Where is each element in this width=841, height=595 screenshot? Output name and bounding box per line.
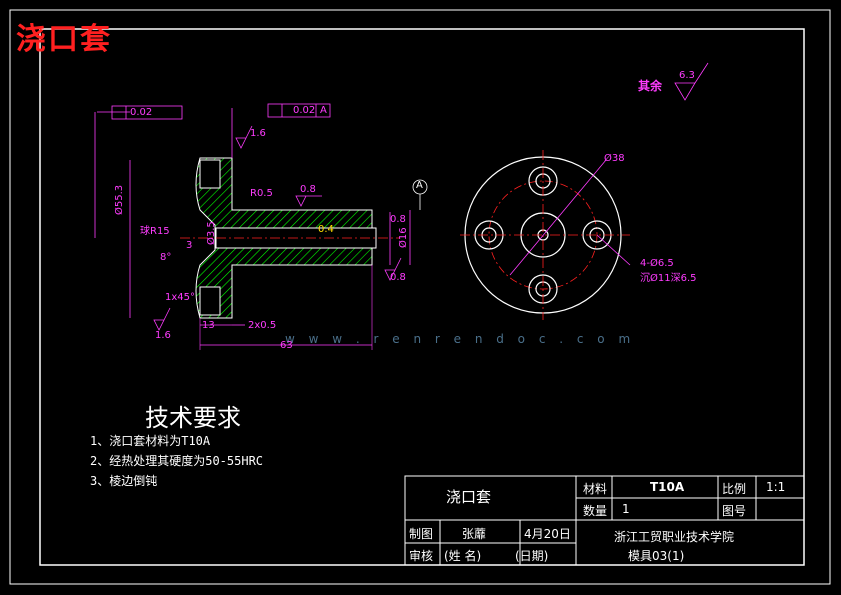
- dim-holes: 4-Ø6.5: [640, 258, 674, 269]
- rough-08-bottom: 0.8: [390, 272, 406, 283]
- section-view: [94, 62, 709, 350]
- dim-63: 63: [280, 340, 293, 351]
- end-view: [460, 150, 631, 320]
- rough-08-right: 0.8: [390, 214, 406, 225]
- watermark: w w w . r e n r e n d o c . c o m: [285, 332, 636, 346]
- tech-item-2: 2、经热处理其硬度为50-55HRC: [90, 454, 264, 468]
- tb-material-label: 材料: [583, 482, 608, 496]
- tb-scale-value: 1:1: [766, 480, 786, 494]
- tb-qty-value: 1: [622, 502, 630, 516]
- tech-requirements-title: 技术要求: [145, 404, 241, 432]
- dim-d35: Ø3.5: [206, 221, 217, 245]
- outer-border: [9, 9, 831, 585]
- roughness-rest-value: 6.3: [679, 70, 695, 81]
- tb-drawn-label: 制图: [409, 527, 434, 541]
- rough-16-bottom: 1.6: [155, 330, 171, 341]
- tb-drawn-name: 张蘼: [462, 527, 487, 541]
- dim-d38: Ø38: [604, 153, 625, 164]
- dim-chamfer: 1x45°: [165, 292, 196, 303]
- datum-a-label: A: [416, 180, 423, 191]
- dim-13: 13: [202, 320, 215, 331]
- dim-r05: R0.5: [250, 188, 273, 199]
- rough-04: 0.4: [318, 224, 334, 235]
- tb-scale-label: 比例: [722, 482, 747, 496]
- tb-part-name: 浇口套: [446, 488, 492, 506]
- tb-school: 浙江工贸职业技术学院: [614, 530, 735, 544]
- tb-qty-label: 数量: [583, 504, 608, 518]
- dim-d55: Ø55.3: [114, 184, 125, 215]
- tech-item-1: 1、浇口套材料为T10A: [90, 434, 211, 448]
- tb-drawn-date: 4月20日: [524, 527, 571, 541]
- flatness-value: 0.02: [130, 107, 153, 118]
- dim-3: 3: [186, 240, 193, 251]
- dim-8deg: 8°: [160, 252, 172, 263]
- tb-checked-date: (日期): [515, 549, 549, 563]
- rough-16-top: 1.6: [250, 128, 266, 139]
- dim-r15: 球R15: [140, 226, 170, 237]
- tb-class: 模具03(1): [628, 549, 685, 563]
- rough-08-top: 0.8: [300, 184, 316, 195]
- roughness-rest-label: 其余: [638, 79, 663, 93]
- tb-checked-label: 审核: [409, 549, 434, 563]
- tb-checked-name: (姓 名): [444, 549, 482, 563]
- page-title: 浇口套: [16, 22, 112, 57]
- tb-drawing-no-label: 图号: [722, 504, 747, 518]
- perpendicularity-datum: A: [320, 105, 327, 116]
- tb-material-value: T10A: [650, 480, 685, 494]
- dim-2x05: 2x0.5: [248, 320, 277, 331]
- perpendicularity-value: 0.02: [293, 105, 316, 116]
- tech-item-3: 3、棱边倒钝: [90, 474, 158, 488]
- dim-counterbore: 沉Ø11深6.5: [640, 273, 697, 284]
- dim-d16: Ø16: [398, 227, 409, 248]
- title-block-lines: [404, 475, 805, 566]
